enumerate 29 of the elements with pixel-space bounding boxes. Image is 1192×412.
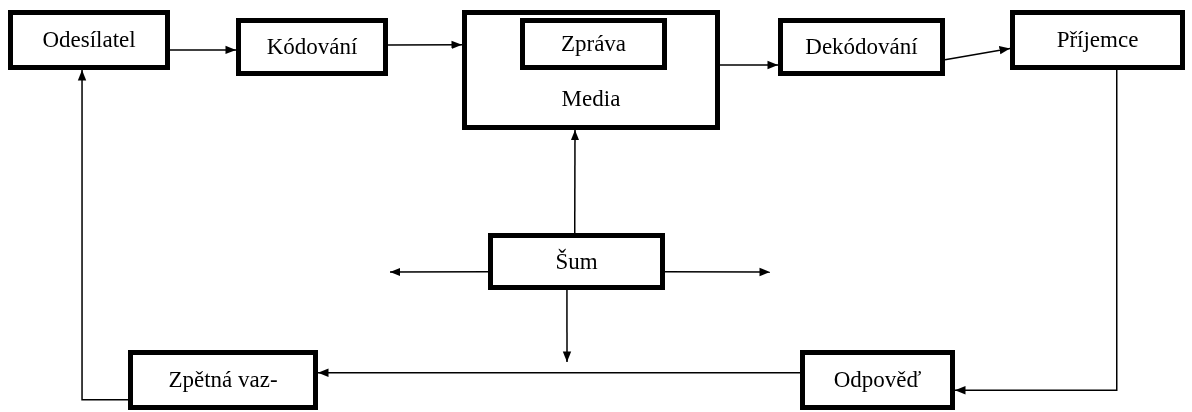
- process-box: [8, 10, 170, 70]
- arrow: [77, 69, 129, 401]
- arrow: [954, 69, 1118, 395]
- process-box: [462, 10, 720, 130]
- arrow: [664, 267, 771, 277]
- box-label: Zpětná vaz-: [168, 367, 278, 393]
- box-label: Šum: [555, 248, 598, 275]
- box-label: Odesílatel: [42, 27, 136, 53]
- process-box: [1010, 10, 1185, 70]
- process-box: [488, 233, 665, 290]
- arrow: [562, 289, 572, 363]
- process-box: [800, 350, 955, 410]
- process-box: [128, 350, 318, 410]
- box-label: Odpověď: [833, 367, 922, 393]
- process-box: [778, 18, 945, 76]
- box-label: Zpráva: [560, 31, 627, 57]
- process-box: [520, 18, 667, 70]
- arrow: [944, 46, 1011, 61]
- arrow: [719, 60, 779, 70]
- arrow: [387, 40, 463, 50]
- process-box: [236, 18, 388, 76]
- box-label: Media: [561, 85, 621, 111]
- box-label: Dekódování: [805, 34, 918, 60]
- arrow: [570, 129, 580, 234]
- box-label: Kódování: [266, 34, 358, 60]
- arrow: [389, 267, 489, 277]
- arrow: [169, 45, 237, 55]
- box-label: Příjemce: [1056, 27, 1139, 53]
- arrow: [317, 368, 801, 377]
